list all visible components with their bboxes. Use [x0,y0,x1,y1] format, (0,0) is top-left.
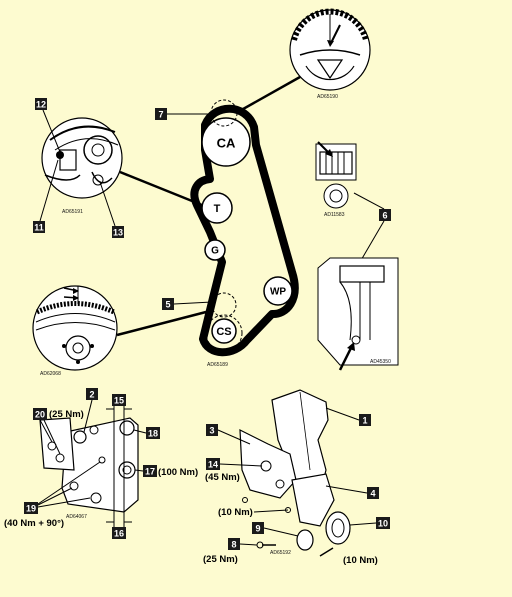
callout-7: 7 [155,108,211,120]
svg-text:13: 13 [113,228,123,238]
tensioner-pulley: T [201,192,233,224]
fig-code-side: AD45350 [370,359,391,365]
svg-text:7: 7 [158,110,163,120]
svg-text:8: 8 [231,540,236,550]
fig-code-top: AD65190 [317,94,338,100]
marks-detail [315,141,357,209]
fig-code-marks: AD11583 [324,212,345,218]
callout-4: 4 [325,485,379,499]
svg-text:16: 16 [114,529,124,539]
torque-17: (100 Nm) [158,467,198,478]
crankshaft-pulley: CS [205,314,243,352]
timing-belt [190,104,299,357]
callout-12: 12 [35,98,61,153]
crank-mark-circle [211,292,237,318]
fig-code-covers: AD65192 [270,550,291,556]
svg-text:15: 15 [114,396,124,406]
svg-text:19: 19 [26,504,36,514]
fig-code-tensioner: AD65191 [62,209,83,215]
timing-covers [239,389,351,557]
svg-text:20: 20 [35,410,45,420]
tensioner-pulley-label: T [214,203,221,215]
svg-text:12: 12 [36,100,46,110]
svg-text:11: 11 [34,223,44,233]
torque-19: (40 Nm + 90°) [4,518,64,529]
svg-text:2: 2 [89,390,94,400]
svg-text:18: 18 [148,429,158,439]
leader-crank-detail [116,310,207,337]
callout-10: 10 [349,517,390,529]
svg-text:5: 5 [165,300,170,310]
callout-3: 3 [206,424,251,445]
callout-9: 9 [252,522,299,537]
svg-text:17: 17 [145,467,155,477]
leader-cam-detail [235,75,301,115]
callout-2: 2 [83,388,98,433]
torque-20: (25 Nm) [49,409,84,420]
callout-16: 16 [112,527,126,539]
guide-pulley: G [204,239,226,261]
svg-text:1: 1 [362,416,367,426]
camshaft-pulley: CA [201,117,251,167]
callout-18: 18 [133,427,160,439]
fig-code-bracket: AD64067 [66,514,87,520]
water-pump-pulley-label: WP [270,287,286,298]
svg-text:10: 10 [378,519,388,529]
callout-1: 1 [325,407,371,426]
svg-text:3: 3 [209,426,214,436]
svg-text:4: 4 [370,489,375,499]
callout-13: 13 [99,181,124,238]
camshaft-pulley-label: CA [217,136,236,151]
svg-text:14: 14 [208,460,218,470]
side-detail [317,257,399,371]
svg-text:9: 9 [255,524,260,534]
tensioner-detail-circle [41,117,123,199]
torque-8: (25 Nm) [203,554,238,565]
callout-19: 19 [24,461,101,514]
torque-10nm-left: (10 Nm) [218,507,253,518]
crank-detail-circle [32,285,118,371]
callout-11: 11 [33,159,59,233]
leader-tensioner-detail [119,170,203,207]
callout-5: 5 [162,298,213,310]
guide-pulley-label: G [211,246,219,257]
svg-text:6: 6 [382,211,387,221]
callout-14: 14 [206,458,263,470]
callout-17: 17 [134,465,157,477]
callout-20: 20 [33,408,61,455]
engine-bracket [39,402,139,528]
water-pump-pulley: WP [263,276,293,306]
fig-code-mid: AD65189 [207,362,228,368]
callout-6: 6 [353,192,391,263]
torque-14: (45 Nm) [205,472,240,483]
torque-10nm-right: (10 Nm) [343,555,378,566]
crankshaft-pulley-label: CS [216,326,231,338]
callout-8: 8 [228,538,258,550]
callout-15: 15 [112,394,126,406]
fig-code-crank: AD62068 [40,371,61,377]
cam-detail-circle [289,8,371,91]
